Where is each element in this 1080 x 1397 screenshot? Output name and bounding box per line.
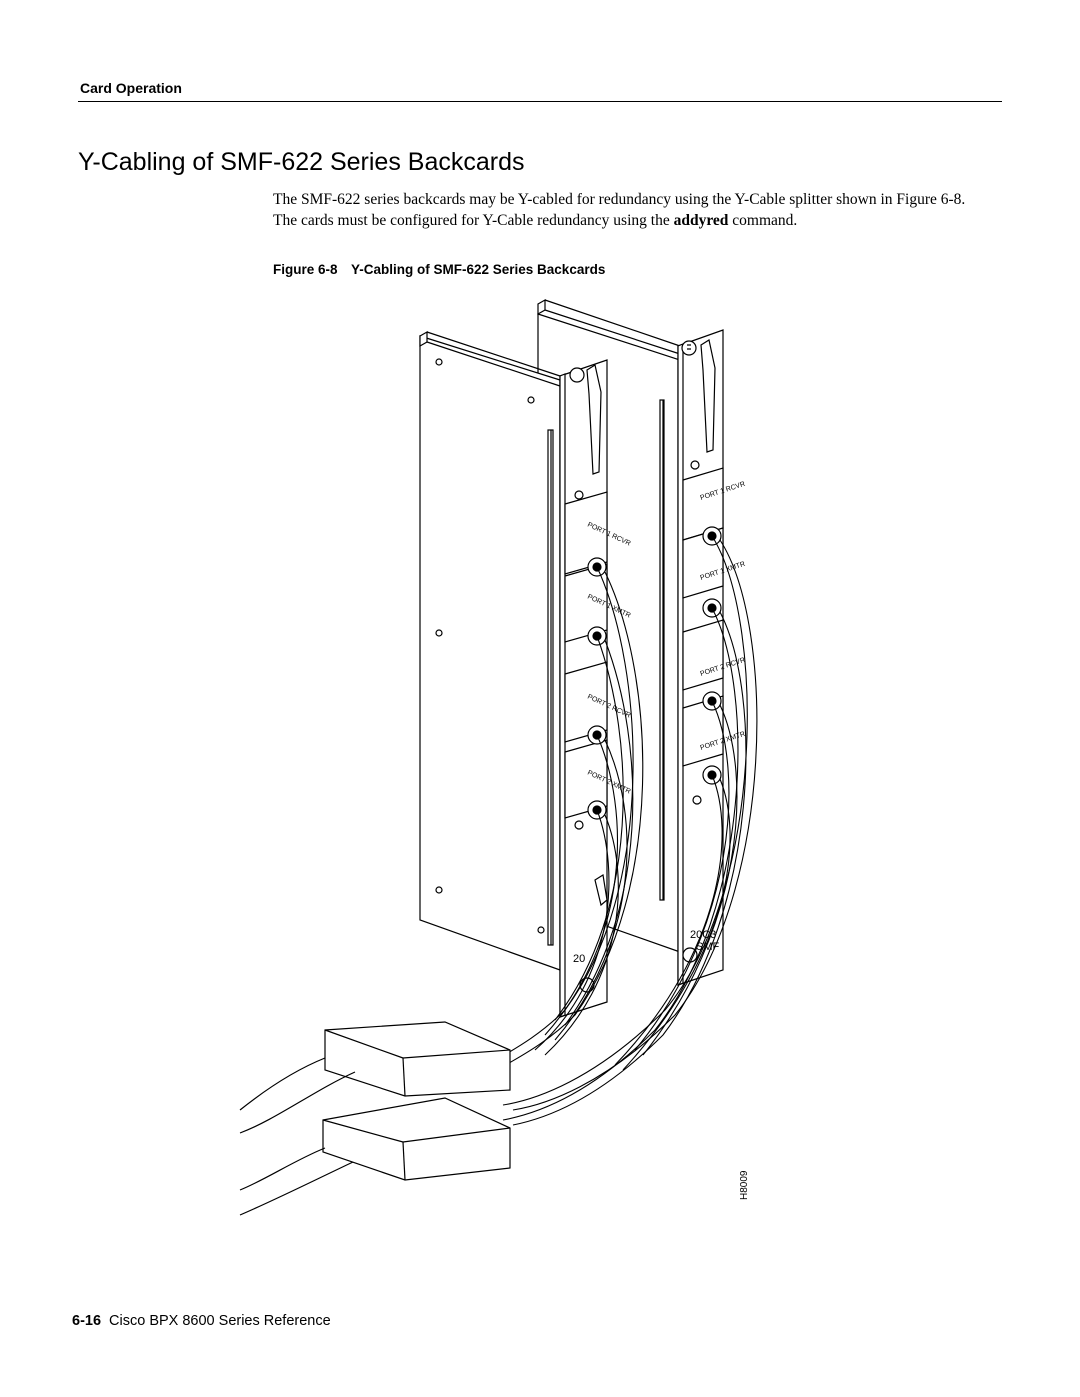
body-text-part1: The SMF-622 series backcards may be Y-ca… bbox=[273, 191, 966, 229]
body-text-part2: command. bbox=[728, 212, 798, 229]
figure-number: Figure 6-8 bbox=[273, 262, 338, 277]
art-id: H8009 bbox=[739, 1170, 750, 1200]
fiber-cables bbox=[485, 535, 758, 1126]
page-title: Y-Cabling of SMF-622 Series Backcards bbox=[78, 148, 525, 176]
page-number: 6-16 bbox=[72, 1313, 102, 1329]
body-paragraph: The SMF-622 series backcards may be Y-ca… bbox=[273, 189, 973, 231]
front-card-left: 20 bbox=[419, 330, 608, 1018]
book-title: Cisco BPX 8600 Series Reference bbox=[109, 1313, 331, 1329]
page-footer: 6-16 Cisco BPX 8600 Series Reference bbox=[72, 1313, 331, 1329]
y-cable-illustration: 20C3 SMF 20 bbox=[239, 298, 758, 1216]
y-cable-splitters bbox=[239, 1021, 511, 1216]
right-connectors bbox=[682, 467, 724, 805]
command-name: addyred bbox=[673, 212, 729, 229]
header-rule bbox=[78, 101, 1002, 102]
card-label-left: 20 bbox=[573, 953, 585, 965]
section-header: Card Operation bbox=[80, 80, 182, 96]
figure-caption: Figure 6-8 Y-Cabling of SMF-622 Series Ba… bbox=[273, 262, 605, 277]
figure-title: Y-Cabling of SMF-622 Series Backcards bbox=[351, 262, 606, 277]
